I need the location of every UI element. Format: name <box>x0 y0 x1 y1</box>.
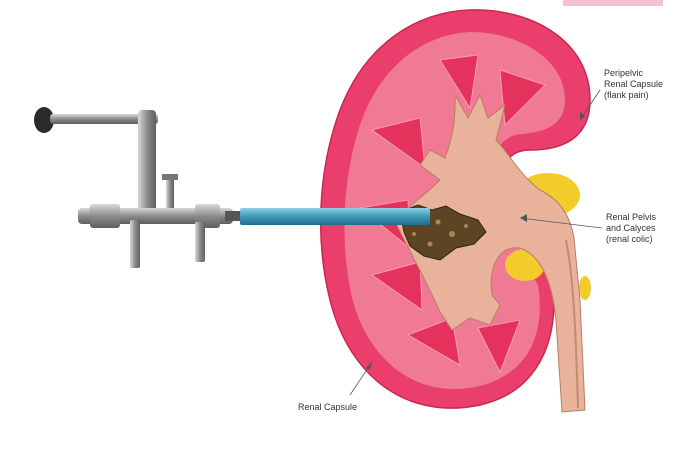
label-line: (flank pain) <box>604 90 663 101</box>
label-line: Renal Pelvis <box>606 212 656 223</box>
label-renal-capsule: Renal Capsule <box>298 402 357 413</box>
label-peripelvic-renal-capsule: Peripelvic Renal Capsule (flank pain) <box>604 68 663 101</box>
label-renal-pelvis: Renal Pelvis and Calyces (renal colic) <box>606 212 656 245</box>
label-line: Peripelvic <box>604 68 663 79</box>
label-line: (renal colic) <box>606 234 656 245</box>
label-line: and Calyces <box>606 223 656 234</box>
label-line: Renal Capsule <box>604 79 663 90</box>
